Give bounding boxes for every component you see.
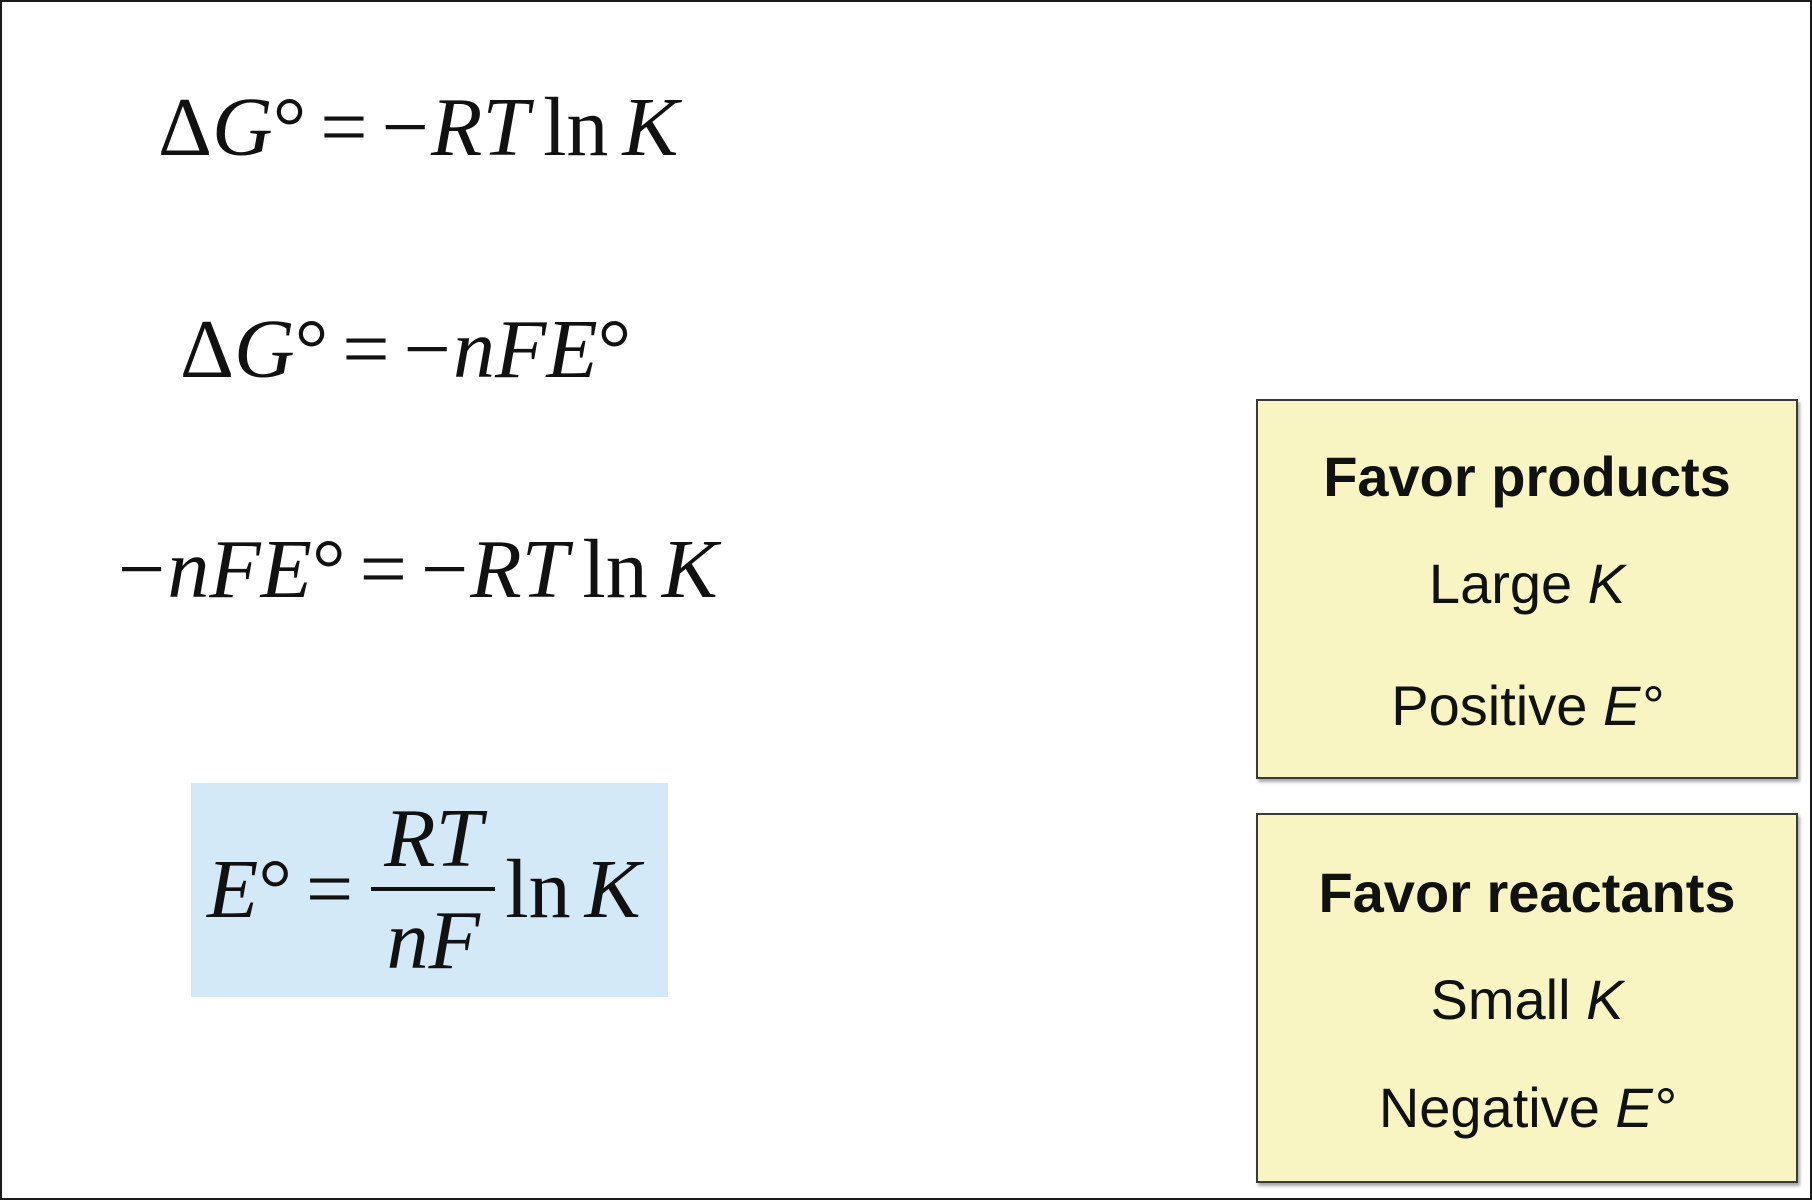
minus-sign: − [381,81,430,174]
degree-symbol: ° [312,523,346,616]
var-nfe: nFE [453,303,598,396]
var-k: K [661,523,718,616]
equals-sign: = [320,81,368,174]
fraction-numerator: RT [384,792,483,885]
large-k-line: Large K [1258,556,1796,612]
ln-function: ln [543,81,609,174]
var-k: K [584,843,641,936]
equals-sign: = [305,843,354,936]
var-k: K [622,81,679,174]
fraction-denominator: nF [386,894,480,987]
small-k-line: Small K [1258,972,1796,1028]
minus-sign: − [118,523,166,616]
var-rt: RT [470,523,569,616]
var-e-standard: E° [1602,674,1663,737]
favor-products-box: Favor products Large K Positive E° [1256,399,1798,779]
var-e: E [207,843,259,936]
ln-function: ln [582,523,648,616]
minus-sign: − [403,303,452,396]
equals-sign: = [359,523,407,616]
degree-symbol: ° [258,843,292,936]
var-k: K [1586,968,1624,1031]
var-nfe: nFE [167,523,312,616]
ln-function: ln [505,843,571,936]
var-g: G [234,303,295,396]
degree-symbol: ° [294,303,329,396]
var-g: G [212,81,273,174]
delta-symbol: Δ [180,303,235,396]
positive-e-line: Positive E° [1258,678,1796,734]
favor-reactants-title: Favor reactants [1318,861,1736,924]
degree-symbol: ° [272,81,307,174]
var-rt: RT [431,81,530,174]
var-e-standard: E° [1615,1076,1676,1139]
equals-sign: = [342,303,390,396]
minus-sign: − [420,523,469,616]
large-label: Large [1428,552,1588,615]
favor-products-title: Favor products [1323,445,1731,508]
degree-symbol: ° [597,303,632,396]
favor-reactants-box: Favor reactants Small K Negative E° [1256,813,1798,1183]
small-label: Small [1430,968,1587,1031]
equation-gibbs-potential: ΔG°=−nFE° [180,308,631,392]
positive-label: Positive [1391,674,1603,737]
delta-symbol: Δ [158,81,213,174]
negative-e-line: Negative E° [1258,1080,1796,1136]
var-k: K [1587,552,1626,615]
fraction-bar [371,887,496,891]
negative-label: Negative [1378,1076,1616,1139]
